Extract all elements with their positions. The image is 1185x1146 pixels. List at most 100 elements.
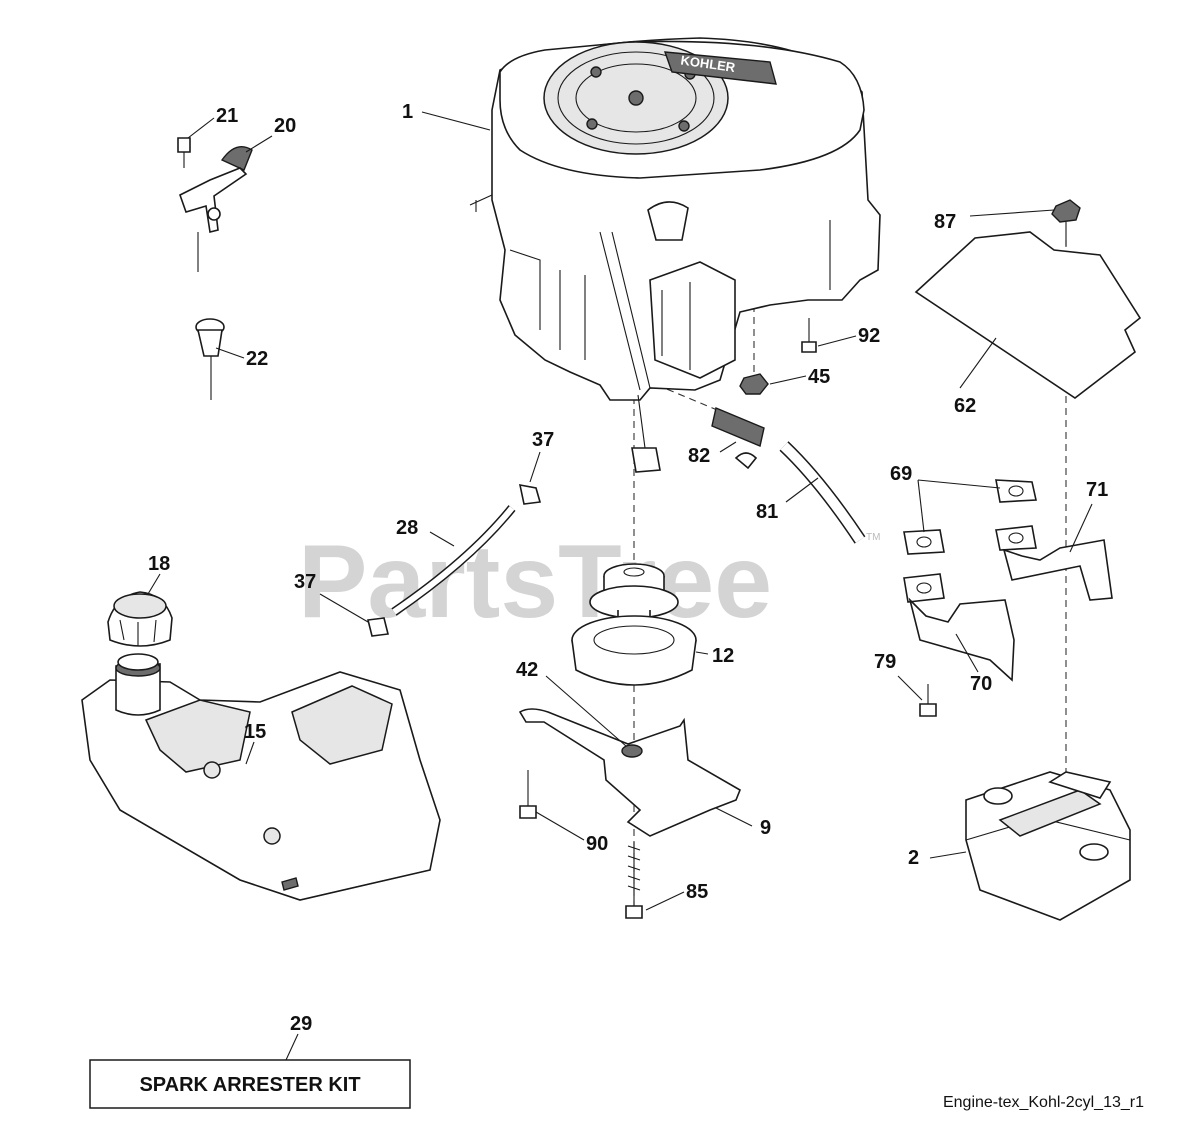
tank-mount xyxy=(263,827,281,845)
leader-12 xyxy=(695,651,709,655)
callout-12: 12 xyxy=(712,645,734,667)
bolt-92-head xyxy=(801,341,817,353)
gasket-69-a xyxy=(995,479,1037,503)
callout-21: 21 xyxy=(216,105,238,127)
fuel-filter xyxy=(711,407,866,544)
knob-22 xyxy=(195,318,225,400)
callout-20: 20 xyxy=(274,115,296,137)
callout-37-lower: 37 xyxy=(294,571,316,593)
engine-cable xyxy=(599,231,651,391)
nut-45 xyxy=(739,373,769,395)
leader-18 xyxy=(147,573,161,595)
gasket-69-c xyxy=(995,525,1037,551)
leader-45 xyxy=(769,375,807,385)
callout-1: 1 xyxy=(402,101,413,123)
fuel-line xyxy=(367,483,542,637)
pulley-12 xyxy=(571,563,697,686)
footer-code: Engine-tex_Kohl-2cyl_13_r1 xyxy=(943,1094,1144,1111)
engine-assembly: KOHLER xyxy=(469,37,881,473)
gasket-69-b xyxy=(903,529,945,555)
leader-9 xyxy=(715,807,753,827)
gasket-69-a-hole xyxy=(1008,485,1024,497)
pulley-rim xyxy=(571,639,697,686)
bolt-85-head xyxy=(625,905,643,919)
callout-labels: 1 2 9 12 15 18 20 21 22 28 29 37 37 42 4… xyxy=(148,101,1108,1035)
callout-45: 45 xyxy=(808,366,830,388)
leader-28 xyxy=(429,531,455,547)
callout-69: 69 xyxy=(890,463,912,485)
exhaust-parts xyxy=(903,479,1113,717)
fuel-tank-neck xyxy=(115,663,161,716)
screen-bolt xyxy=(586,118,598,130)
leader-1 xyxy=(421,111,491,131)
leader-37b xyxy=(319,593,369,623)
leader-15 xyxy=(245,741,255,765)
fuel-cap-18 xyxy=(107,591,173,647)
callout-29: 29 xyxy=(290,1013,312,1035)
control-pivot xyxy=(207,207,221,221)
lever-knob-20 xyxy=(220,146,253,171)
engine-ribs xyxy=(509,220,831,360)
knob-body xyxy=(196,329,223,357)
clamp-37-lower xyxy=(367,617,389,637)
pulley-upper-flange xyxy=(589,585,679,619)
bolt-90-head xyxy=(519,805,537,819)
callout-79: 79 xyxy=(874,651,896,673)
washer-42 xyxy=(621,744,643,758)
leader-81 xyxy=(785,477,819,503)
exhaust-pipe-70 xyxy=(908,597,1015,682)
callout-71: 71 xyxy=(1086,479,1108,501)
leader-42 xyxy=(545,675,627,747)
leader-90 xyxy=(535,811,585,841)
heat-shield-62 xyxy=(914,231,1142,399)
screen-hub xyxy=(628,90,644,106)
bolt-79-head xyxy=(919,703,937,717)
kit-box xyxy=(89,1059,411,1109)
callout-85: 85 xyxy=(686,881,708,903)
gasket-69-d xyxy=(903,573,945,603)
leader-79 xyxy=(897,675,923,701)
leader-20 xyxy=(245,135,273,153)
leader-37a xyxy=(529,451,541,483)
leader-70 xyxy=(955,633,979,673)
brand-plate xyxy=(663,51,777,85)
spark-arrester-kit: SPARK ARRESTER KIT xyxy=(89,1059,411,1109)
leader-71 xyxy=(1069,503,1093,553)
fuel-tank-recess-2 xyxy=(291,685,393,765)
gasket-69-c-hole xyxy=(1008,532,1024,544)
callout-18: 18 xyxy=(148,553,170,575)
engine-breather xyxy=(469,194,493,212)
callout-2: 2 xyxy=(908,847,919,869)
gasket-69-d-hole xyxy=(916,582,932,594)
fuel-tank-recess xyxy=(144,699,251,773)
gasket-69-b-hole xyxy=(916,536,932,548)
muffler-bracket xyxy=(1048,771,1112,799)
leader-29 xyxy=(285,1033,299,1061)
bolt-85-thread xyxy=(627,845,641,891)
callout-87: 87 xyxy=(934,211,956,233)
muffler-port xyxy=(983,787,1013,805)
leader-92 xyxy=(817,335,857,347)
leader-69b xyxy=(917,479,925,533)
kit-label: SPARK ARRESTER KIT xyxy=(139,1074,360,1096)
fuel-tank-15 xyxy=(81,653,441,901)
heat-shield xyxy=(914,199,1142,399)
leader-2 xyxy=(929,851,967,859)
callout-37-upper: 37 xyxy=(532,429,554,451)
cooling-screen-ring xyxy=(557,51,715,145)
leader-82 xyxy=(719,441,737,453)
leader-85 xyxy=(645,891,685,911)
pulley-groove xyxy=(593,625,675,655)
hose-81 xyxy=(780,442,865,543)
bolt-87-head xyxy=(1051,199,1081,223)
control-assembly xyxy=(177,137,253,272)
callout-82: 82 xyxy=(688,445,710,467)
bracket-9 xyxy=(518,708,742,837)
callout-81: 81 xyxy=(756,501,778,523)
leader-69a xyxy=(917,479,1001,489)
leader-lines xyxy=(147,111,1093,1061)
callout-9: 9 xyxy=(760,817,771,839)
screen-bolt xyxy=(590,66,602,78)
callout-42: 42 xyxy=(516,659,538,681)
screw-head-21 xyxy=(177,137,191,153)
